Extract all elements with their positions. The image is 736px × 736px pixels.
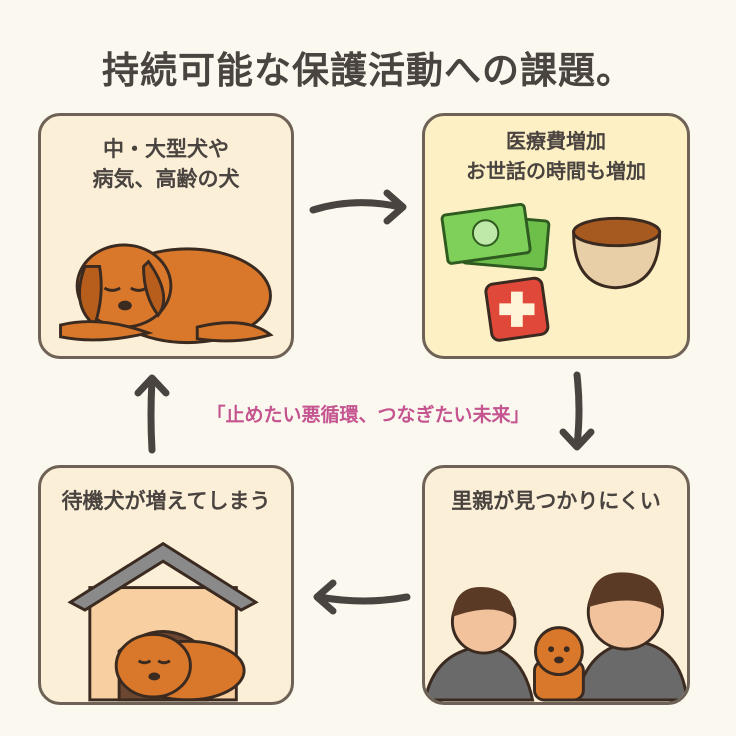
food-bowl-icon (572, 216, 662, 290)
first-aid-icon (484, 276, 550, 342)
page-title: 持続可能な保護活動への課題。 (102, 49, 634, 92)
box-label: 医療費増加お世話の時間も増加 (466, 129, 646, 183)
arrow-right-icon (309, 189, 407, 225)
cycle-box-hard-to-find-adopters: 里親が見つかりにくい (422, 465, 690, 705)
slogan: 「止めたい悪循環、つなぎたい未来」 (206, 404, 530, 426)
cycle-box-large-sick-dogs: 中・大型犬や病気、高齢の犬 (38, 113, 294, 359)
box-label: 待機犬が増えてしまう (61, 489, 271, 513)
doghouse-dog-icon (67, 541, 259, 702)
box-label: 中・大型犬や病気、高齢の犬 (92, 137, 240, 191)
costs-illustration (440, 202, 662, 342)
box-label: 里親が見つかりにくい (451, 489, 661, 513)
arrow-down-icon (559, 371, 595, 451)
cycle-box-waiting-dogs: 待機犬が増えてしまう (38, 465, 294, 705)
cycle-box-increased-costs: 医療費増加お世話の時間も増加 (422, 113, 690, 359)
arrow-up-icon (134, 374, 170, 454)
sleeping-dog-icon (59, 243, 274, 345)
arrow-left-icon (313, 579, 411, 615)
people-with-dog-icon (425, 572, 687, 702)
money-icon (440, 202, 551, 272)
